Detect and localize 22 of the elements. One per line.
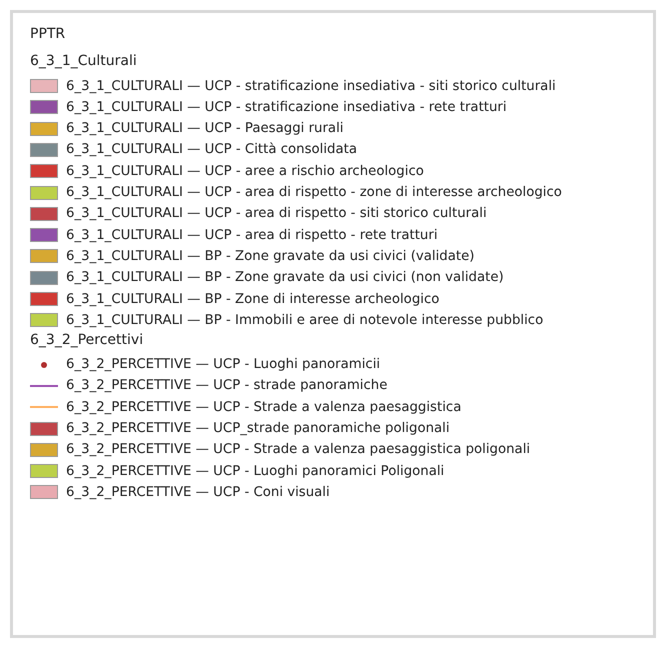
legend-text: 6_3_1_CULTURALI — UCP - area di rispetto - rete tratturi	[66, 228, 438, 243]
legend-text: 6_3_2_PERCETTIVE — UCP - Coni visuali	[66, 484, 330, 500]
legend-text: 6_3_2_PERCETTIVE — UCP - Luoghi panoramicii	[66, 357, 380, 372]
legend-text: 6_3_2_PERCETTIVE — UCP - Luoghi panoramici Poligonali	[66, 464, 444, 479]
legend-text: 6_3_1_CULTURALI — UCP - Città consolidata	[66, 142, 357, 158]
legend-text: 6_3_1_CULTURALI — UCP - stratificazione insediativa - siti storico culturali	[66, 78, 556, 94]
legend-text: 6_3_1_CULTURALI — UCP - Paesaggi rurali	[66, 121, 344, 136]
legend-text: 6_3_1_CULTURALI — BP - Immobili e aree di notevole interesse pubblico	[66, 312, 544, 328]
legend-text: 6_3_2_PERCETTIVE — UCP_strade panoramiche poligonali	[66, 421, 450, 436]
group-heading: 6_3_2_Percettivi	[30, 332, 144, 348]
legend-text: 6_3_2_PERCETTIVE — UCP - Strade a valenza paesaggistica	[66, 400, 462, 415]
legend-text: 6_3_1_CULTURALI — UCP - aree a rischio archeologico	[66, 164, 424, 179]
legend-text: 6_3_2_PERCETTIVE — UCP - Strade a valenza paesaggistica poligonali	[66, 442, 530, 458]
legend-text: 6_3_1_CULTURALI — BP - Zone di interesse archeologico	[66, 292, 440, 306]
legend-text: 6_3_1_CULTURALI — BP - Zone gravate da usi civici (non validate)	[66, 270, 504, 286]
legend-text: 6_3_2_PERCETTIVE — UCP - strade panoramiche	[66, 378, 388, 394]
legend-title: PPTR	[30, 26, 66, 42]
legend-text: 6_3_1_CULTURALI — UCP - area di rispetto - siti storico culturali	[66, 206, 487, 222]
legend-text: 6_3_1_CULTURALI — UCP - stratificazione insediativa - rete tratturi	[66, 100, 507, 115]
group-heading: 6_3_1_Culturali	[30, 53, 137, 69]
legend-text: 6_3_1_CULTURALI — BP - Zone gravate da usi civici (validate)	[66, 248, 474, 264]
legend-text: 6_3_1_CULTURALI — UCP - area di rispetto - zone di interesse archeologico	[66, 185, 562, 200]
